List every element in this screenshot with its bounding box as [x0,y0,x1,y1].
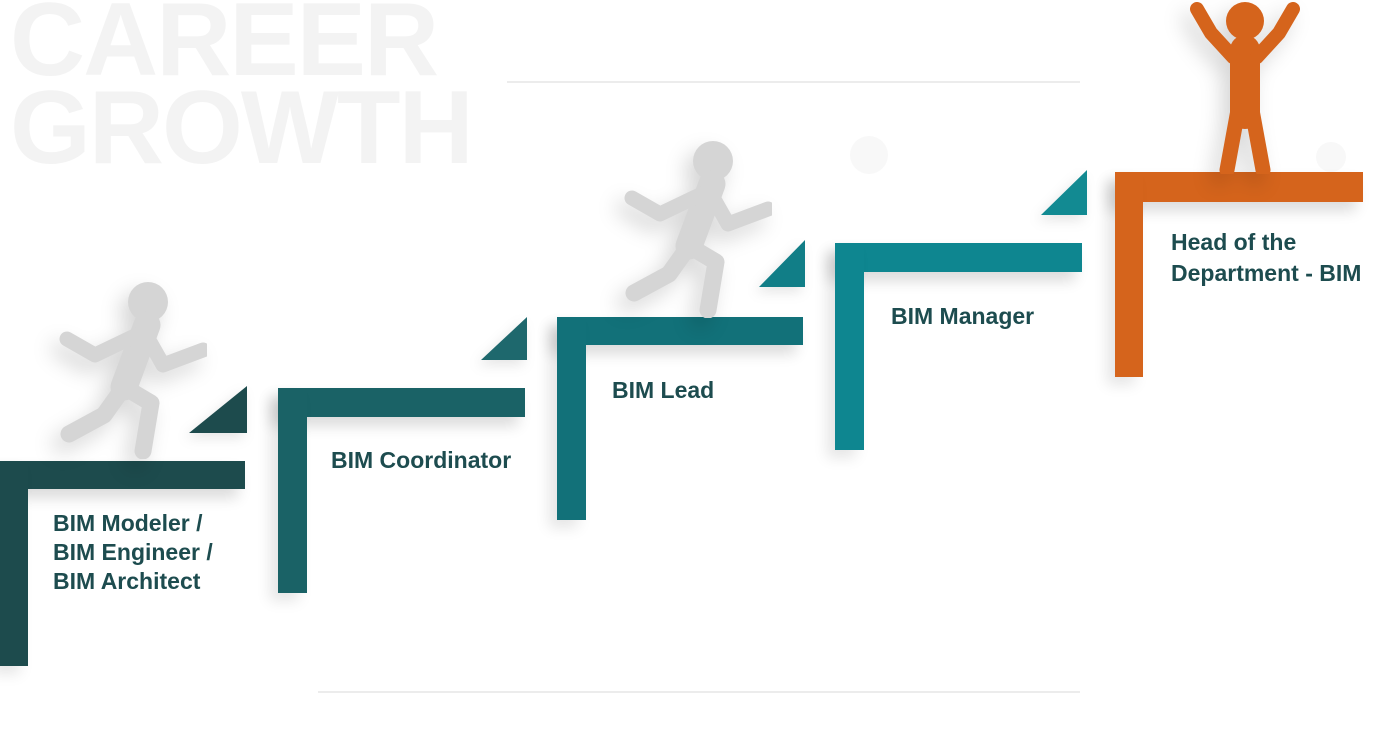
step-bar-bim-lead-vertical [557,317,586,520]
step-bar-bim-coordinator-vertical [278,388,307,593]
step-arrow-icon [1041,170,1087,215]
step-label-bim-coordinator: BIM Coordinator [331,447,512,473]
celebrating-person-icon [1180,2,1310,174]
running-person-icon [622,140,772,318]
top-divider-line [507,81,1080,83]
step-arrow-icon [189,386,247,433]
background-circle-icon [1316,142,1346,172]
step-bar-bim-modeler-vertical [0,461,28,666]
step-bar-bim-manager-vertical [835,243,864,450]
watermark-line-1: CAREER [10,0,439,98]
step-label-bim-modeler: BIM Modeler / BIM Engineer / BIM Archite… [53,510,213,594]
background-circle-icon [850,136,888,174]
career-growth-watermark: CAREER GROWTH [10,0,474,186]
step-label-head-of-department: Head of the Department - BIM [1171,229,1362,286]
step-label-bim-lead: BIM Lead [612,377,715,403]
step-bar-bim-lead-horizontal [557,317,803,345]
running-person-icon [57,281,207,459]
watermark-line-2: GROWTH [10,70,474,186]
step-bar-bim-coordinator-horizontal [278,388,525,417]
step-bar-bim-manager-horizontal [835,243,1082,272]
step-label-bim-manager: BIM Manager [891,303,1035,329]
step-bar-head-of-department-horizontal [1115,172,1363,202]
step-bar-bim-modeler-horizontal [0,461,245,489]
step-arrow-icon [481,317,527,360]
bottom-divider-line [318,691,1080,693]
step-arrow-icon [759,240,805,287]
step-bar-head-of-department-vertical [1115,172,1143,377]
